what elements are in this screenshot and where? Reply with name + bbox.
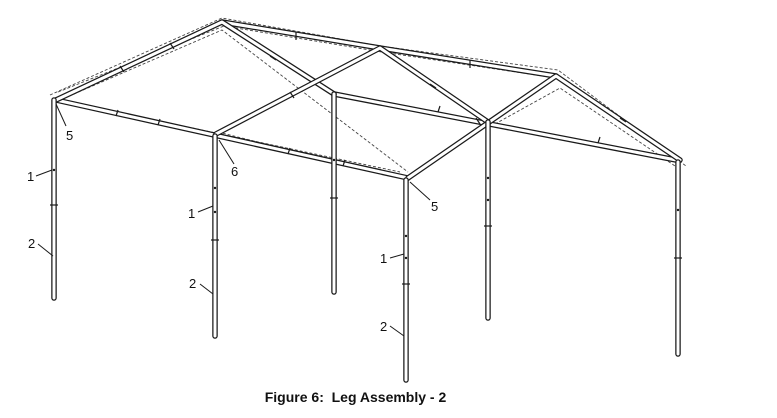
- right-rafters: [405, 73, 683, 181]
- middle-rafters: [213, 45, 491, 137]
- ridge-pole: [219, 19, 559, 79]
- part-callouts: 5 6 5 1 2 1 2 1 2: [27, 128, 438, 334]
- front-eave-rail: [53, 97, 411, 181]
- pipe-joints: [50, 32, 682, 285]
- callout-1-left: 1: [27, 169, 34, 184]
- callout-6: 6: [231, 164, 238, 179]
- pin-holes: [52, 158, 680, 260]
- callout-2-left: 2: [28, 236, 35, 251]
- callout-5-right: 5: [431, 199, 438, 214]
- leader-lines: [35, 103, 431, 337]
- callout-2-middle: 2: [189, 276, 196, 291]
- callout-5-left: 5: [66, 128, 73, 143]
- callout-1-right: 1: [380, 251, 387, 266]
- back-eave-rail: [331, 91, 679, 163]
- callout-2-right: 2: [380, 319, 387, 334]
- figure-caption: Figure 6: Leg Assembly - 2: [264, 389, 447, 405]
- frame-pipes: [51, 19, 683, 383]
- left-rafters: [53, 19, 337, 103]
- callout-1-middle: 1: [188, 206, 195, 221]
